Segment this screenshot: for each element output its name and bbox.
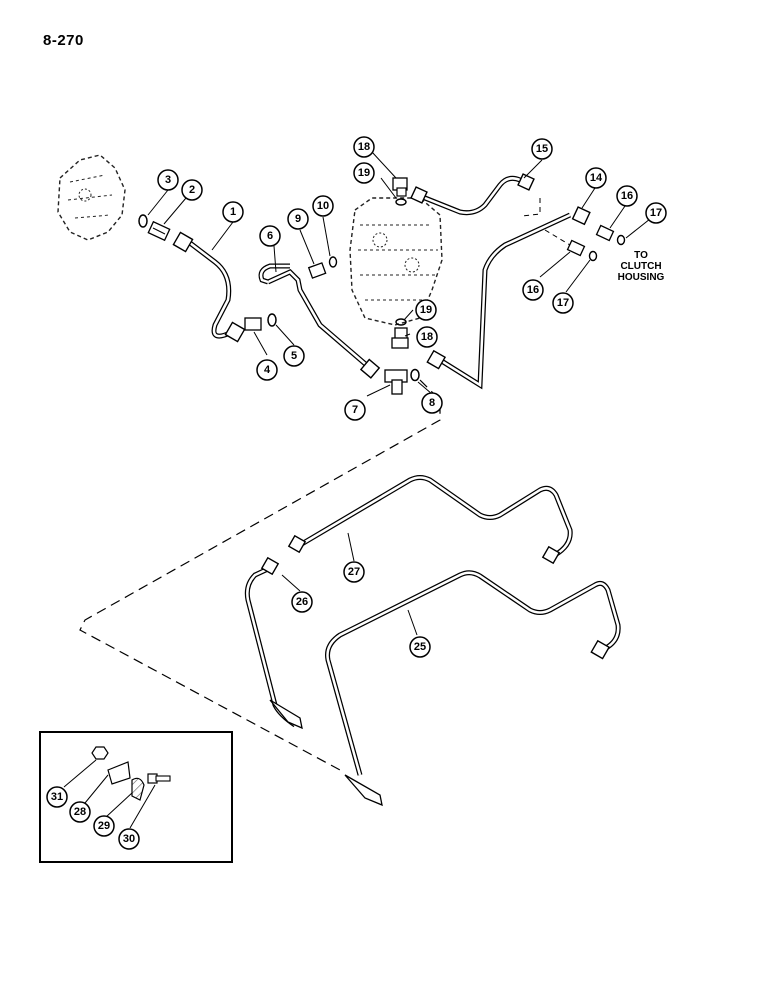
tube-26 <box>244 556 303 730</box>
callout-27: 27 <box>348 566 360 578</box>
valve-block <box>349 197 443 326</box>
note-clutch-housing: TO CLUTCH HOUSING <box>618 250 665 283</box>
callout-bubble-30 <box>118 828 140 850</box>
callout-bubble-4 <box>256 359 278 381</box>
tube-1 <box>172 231 246 343</box>
bolt-30 <box>147 773 171 784</box>
o-ring-10 <box>328 256 338 268</box>
o-ring-17-lower <box>588 250 598 262</box>
fitting-16-lower <box>566 239 586 257</box>
o-ring-17-right <box>616 234 626 246</box>
inset-box <box>39 731 233 863</box>
callout-18-lower: 18 <box>421 331 433 343</box>
callout-19-lower: 19 <box>420 304 432 316</box>
tube-27 <box>287 475 573 565</box>
o-ring-19-lower <box>395 318 407 326</box>
callout-bubble-17-right <box>645 202 667 224</box>
pump-body <box>57 154 126 241</box>
tube-25 <box>325 570 621 807</box>
callout-31: 31 <box>51 791 63 803</box>
note-line-1: TO <box>634 250 648 261</box>
callout-bubble-31 <box>46 786 68 808</box>
callout-17-lower: 17 <box>557 297 569 309</box>
callout-30: 30 <box>123 833 135 845</box>
callout-18-top: 18 <box>358 141 370 153</box>
o-ring-5 <box>267 313 277 327</box>
callout-bubble-18-lower <box>416 326 438 348</box>
callout-1: 1 <box>230 206 236 218</box>
callout-bubble-15 <box>531 138 553 160</box>
callout-bubble-25 <box>409 636 431 658</box>
page-number: 8-270 <box>43 32 84 49</box>
callout-bubble-8 <box>421 392 443 414</box>
callout-19-top: 19 <box>358 167 370 179</box>
leader-dashed-14 <box>544 229 571 246</box>
tube-14 <box>426 206 591 390</box>
callout-7: 7 <box>352 404 358 416</box>
callout-bubble-16-right <box>616 185 638 207</box>
callout-bubbles <box>46 136 667 850</box>
callout-6: 6 <box>267 230 273 242</box>
callout-bubble-2 <box>181 179 203 201</box>
callout-17-right: 17 <box>650 207 662 219</box>
callout-3: 3 <box>165 174 171 186</box>
bracket-28 <box>107 761 131 785</box>
tube-15 <box>410 173 535 216</box>
fitting-9 <box>307 262 327 279</box>
callout-bubble-19-top <box>353 162 375 184</box>
callout-bubble-14 <box>585 167 607 189</box>
o-ring-3 <box>138 214 148 228</box>
callout-5: 5 <box>291 350 297 362</box>
callout-bubble-16-lower <box>522 279 544 301</box>
callout-bubble-9 <box>287 208 309 230</box>
callout-2: 2 <box>189 184 195 196</box>
callout-8: 8 <box>429 397 435 409</box>
callout-16-right: 16 <box>621 190 633 202</box>
fitting-2 <box>147 220 171 242</box>
callout-bubble-17-lower <box>552 292 574 314</box>
callout-15: 15 <box>536 143 548 155</box>
fitting-4 <box>244 317 262 331</box>
callout-4: 4 <box>264 364 271 376</box>
callout-bubble-10 <box>312 195 334 217</box>
callout-bubble-26 <box>291 591 313 613</box>
o-ring-8 <box>410 368 420 382</box>
callout-25: 25 <box>414 641 426 653</box>
fitting-16-right <box>595 224 615 242</box>
callout-bubble-6 <box>259 225 281 247</box>
note-line-2: CLUTCH <box>620 261 661 272</box>
callout-bubble-27 <box>343 561 365 583</box>
tube-6 <box>258 263 381 379</box>
callout-bubble-18-top <box>353 136 375 158</box>
o-ring-19-top <box>395 198 407 206</box>
callout-9: 9 <box>295 213 301 225</box>
note-line-3: HOUSING <box>618 272 665 283</box>
tee-fitting-7 <box>384 369 408 395</box>
callout-bubble-7 <box>344 399 366 421</box>
callout-14: 14 <box>590 172 603 184</box>
nut-31 <box>91 746 109 760</box>
callout-bubble-5 <box>283 345 305 367</box>
callout-29: 29 <box>98 820 110 832</box>
elbow-fitting-18-top <box>392 177 408 197</box>
callout-bubble-28 <box>69 801 91 823</box>
callout-16-lower: 16 <box>527 284 539 296</box>
clip-29 <box>131 777 145 801</box>
leader-lines <box>63 151 656 829</box>
elbow-fitting-18-lower <box>391 327 409 349</box>
callout-28: 28 <box>74 806 86 818</box>
callout-bubble-19-lower <box>415 299 437 321</box>
callout-bubble-29 <box>93 815 115 837</box>
callout-26: 26 <box>296 596 308 608</box>
callout-10: 10 <box>317 200 329 212</box>
callout-bubble-3 <box>157 169 179 191</box>
leader-dashed-15 <box>521 198 541 217</box>
callout-bubble-1 <box>222 201 244 223</box>
